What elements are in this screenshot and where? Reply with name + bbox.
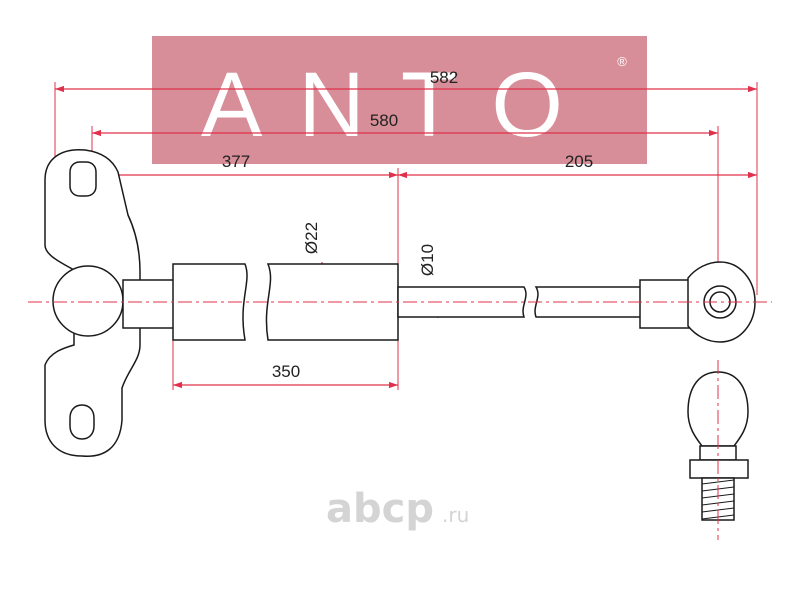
left-socket-neck	[122, 279, 176, 329]
dim-label-582: 582	[430, 68, 458, 87]
watermark-name: abcp	[326, 486, 434, 532]
left-ball-joint	[52, 265, 124, 337]
dim-label-350: 350	[272, 362, 300, 381]
bracket-upper-slot	[69, 161, 97, 197]
bracket-lower-slot	[69, 404, 95, 440]
ball-stud-hex	[689, 459, 749, 479]
brand-banner: ANTO ®	[152, 36, 647, 164]
brand-banner-bg	[152, 36, 647, 164]
registered-mark: ®	[617, 54, 627, 69]
dim-label-d10: Ø10	[418, 244, 437, 276]
centerlines	[28, 301, 772, 540]
ball-stud-head	[687, 371, 749, 447]
rod-end-sleeve	[639, 279, 691, 329]
watermark-suffix: .ru	[442, 503, 469, 527]
strut-outline	[44, 149, 756, 521]
abcp-watermark: abcp .ru	[326, 486, 469, 532]
dimension-lines	[55, 85, 757, 389]
dim-label-d22: Ø22	[302, 222, 321, 254]
dim-label-377: 377	[222, 152, 250, 171]
dim-label-205: 205	[565, 152, 593, 171]
brand-logo-text: ANTO	[201, 54, 599, 156]
dim-label-580: 580	[370, 111, 398, 130]
